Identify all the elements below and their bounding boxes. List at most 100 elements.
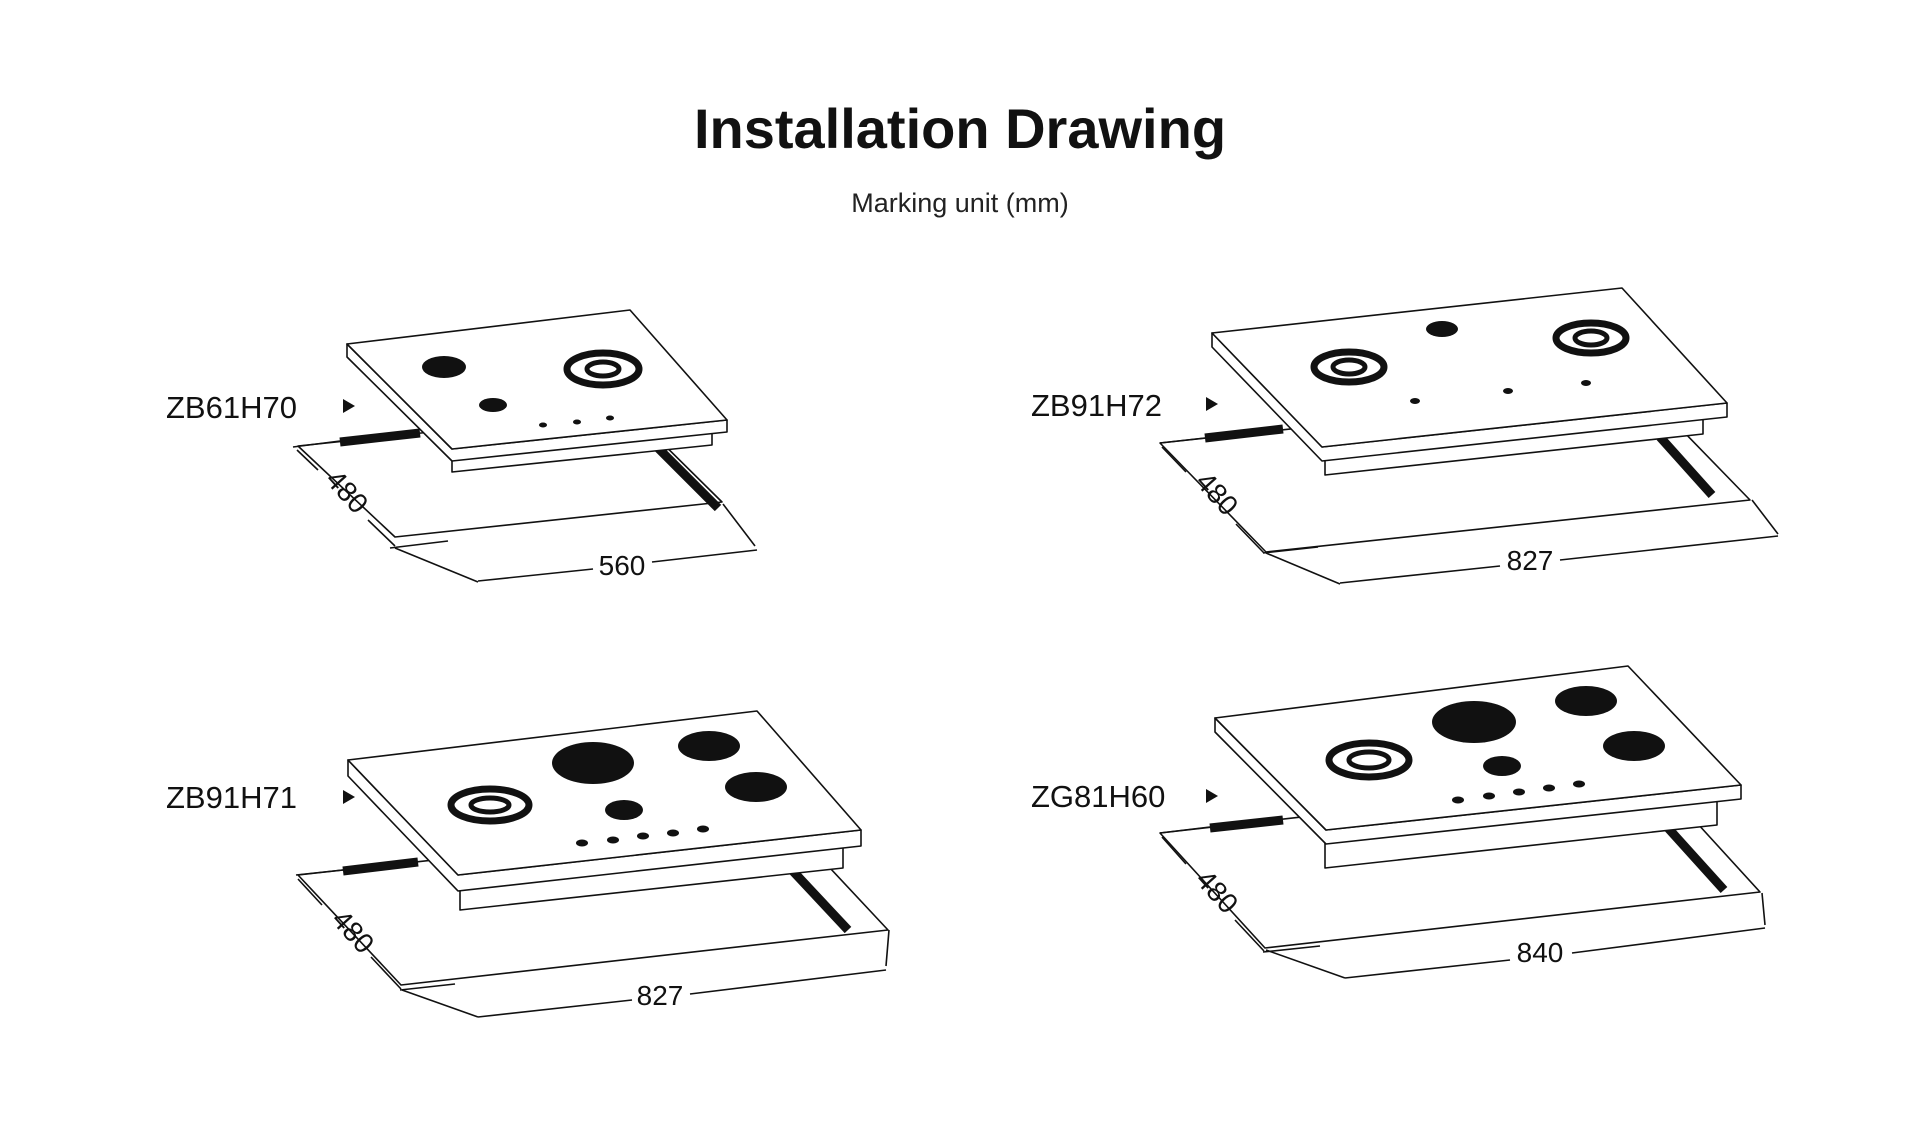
dim-depth-ext1 xyxy=(1159,437,1206,444)
burner-icon xyxy=(1483,756,1521,776)
cutout-edge-right xyxy=(786,864,852,934)
burner-icon xyxy=(1555,686,1617,716)
dim-width-label-zb91h71: 827 xyxy=(637,980,684,1011)
burner-icon xyxy=(1426,321,1458,337)
dim-depth-line xyxy=(1234,919,1265,952)
ring-burner-icon xyxy=(1330,357,1368,377)
burner-icon xyxy=(678,731,740,761)
dim-depth-ext2 xyxy=(389,540,449,549)
cooktop-drawing-zb61h70 xyxy=(292,309,758,583)
knob-icon xyxy=(697,825,709,833)
dim-depth-label-zb61h70: 480 xyxy=(320,464,374,519)
dim-width-ext xyxy=(885,929,890,967)
dim-width-ext xyxy=(394,547,479,583)
burner-icon xyxy=(422,356,466,378)
model-label-zb61h70: ZB61H70 xyxy=(166,390,297,425)
knob-icon xyxy=(1573,780,1585,788)
cutout-edge-right xyxy=(1656,433,1716,499)
dim-depth-line xyxy=(1161,836,1187,865)
knob-icon xyxy=(539,422,547,428)
cooktop-drawing-zg81h60 xyxy=(1159,665,1766,979)
cooktop-glass-top xyxy=(1211,287,1728,448)
dim-width-ext xyxy=(1265,949,1346,979)
page-subtitle: Marking unit (mm) xyxy=(851,188,1069,218)
triangle-right-icon xyxy=(343,399,355,413)
knob-icon xyxy=(1410,398,1420,404)
knob-icon xyxy=(1452,796,1464,804)
dim-width-ext xyxy=(722,503,756,547)
knob-icon xyxy=(1503,388,1513,394)
dim-width-line xyxy=(1339,565,1501,584)
burner-icon xyxy=(725,772,787,802)
dim-width-label-zg81h60: 840 xyxy=(1517,937,1564,968)
knob-icon xyxy=(1543,784,1555,792)
burner-icon xyxy=(479,398,507,412)
dim-width-ext xyxy=(401,989,479,1018)
dim-depth-line xyxy=(296,449,319,471)
knob-icon xyxy=(1581,380,1591,386)
knob-icon xyxy=(573,419,581,425)
dim-width-ext xyxy=(1761,892,1766,926)
cutout-edge-back xyxy=(339,428,421,447)
dim-depth-line xyxy=(367,519,396,547)
dim-depth-ext1 xyxy=(292,440,341,448)
burner-icon xyxy=(552,742,634,784)
dim-width-label-zb61h70: 560 xyxy=(599,550,646,581)
cutout-edge-right xyxy=(1664,824,1728,894)
burner-icon xyxy=(1432,701,1516,743)
burner-icon xyxy=(1603,731,1665,761)
dim-width-line xyxy=(477,568,594,582)
ring-burner-icon xyxy=(1552,319,1630,357)
cooktop-drawing-zb91h72 xyxy=(1159,287,1779,585)
model-label-zb91h72: ZB91H72 xyxy=(1031,388,1162,423)
dim-width-line xyxy=(651,549,758,563)
ring-burner-icon xyxy=(1572,328,1610,348)
dim-depth-line xyxy=(370,956,402,990)
knob-icon xyxy=(576,839,588,847)
cooktop-glass-top xyxy=(346,309,728,450)
dim-width-label-zb91h72: 827 xyxy=(1507,545,1554,576)
dim-depth-label-zg81h60: 480 xyxy=(1190,864,1244,919)
model-label-zg81h60: ZG81H60 xyxy=(1031,779,1165,814)
cutout-edge-back xyxy=(1209,815,1284,833)
cutout-edge-back xyxy=(342,857,419,876)
ring-burner-icon xyxy=(1310,348,1388,386)
dim-depth-ext1 xyxy=(295,869,344,876)
dim-width-line xyxy=(1571,927,1766,954)
ring-burner-icon xyxy=(1325,739,1413,781)
knob-icon xyxy=(637,832,649,840)
knob-icon xyxy=(606,415,614,421)
dim-depth-ext1 xyxy=(1159,826,1211,834)
cutout-edge-back xyxy=(1204,424,1284,443)
dim-depth-line xyxy=(297,878,323,906)
cutout-edge-right xyxy=(651,441,722,512)
triangle-right-icon xyxy=(1206,789,1218,803)
knob-icon xyxy=(607,836,619,844)
ring-burner-icon xyxy=(468,795,512,815)
cooktop-drawing-zb91h71 xyxy=(295,710,890,1018)
ring-burner-icon xyxy=(563,349,643,389)
ring-burner-icon xyxy=(1346,749,1392,771)
ring-burner-icon xyxy=(447,785,533,825)
dim-depth-ext2 xyxy=(1262,546,1319,554)
dim-width-line xyxy=(1344,959,1511,979)
dim-width-line xyxy=(689,969,887,995)
dim-depth-ext2 xyxy=(399,983,456,991)
dim-depth-line xyxy=(1235,523,1265,554)
dim-width-line xyxy=(1559,535,1779,561)
dim-depth-line xyxy=(1161,446,1187,473)
page-title: Installation Drawing xyxy=(693,97,1227,160)
ring-burner-icon xyxy=(584,359,622,379)
knob-icon xyxy=(667,829,679,837)
knob-icon xyxy=(1513,788,1525,796)
dim-depth-label-zb91h72: 480 xyxy=(1190,466,1244,521)
dim-depth-ext2 xyxy=(1262,945,1321,953)
burner-icon xyxy=(605,800,643,820)
triangle-right-icon xyxy=(343,790,355,804)
dim-width-ext xyxy=(1751,499,1779,535)
model-label-zb91h71: ZB91H71 xyxy=(166,780,297,815)
dim-depth-label-zb91h71: 480 xyxy=(326,904,380,959)
dim-width-line xyxy=(477,999,633,1018)
triangle-right-icon xyxy=(1206,397,1218,411)
